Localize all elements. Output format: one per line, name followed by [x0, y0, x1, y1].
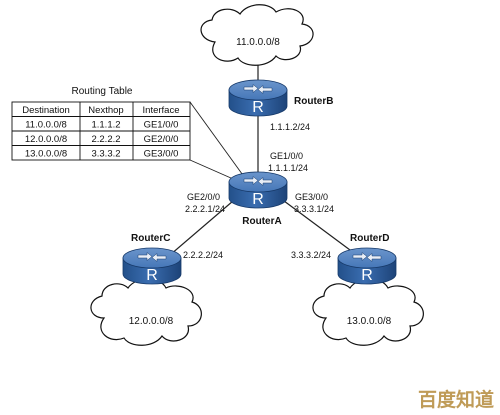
router-c-glyph: R [146, 267, 158, 284]
router-a-glyph: R [252, 191, 264, 208]
table-cell: 12.0.0.0/8 [25, 134, 67, 145]
table-cell: 3.3.3.2 [91, 149, 120, 160]
table-header-interface: Interface [143, 105, 180, 116]
callout-line-1 [189, 101, 246, 179]
router-a-ge200-ip-label: 2.2.2.1/24 [185, 204, 225, 214]
router-a-ge100-label: GE1/0/0 [270, 151, 303, 161]
table-cell: 1.1.1.2 [91, 120, 120, 131]
table-cell: 13.0.0.0/8 [25, 149, 67, 160]
table-cell: GE3/0/0 [144, 149, 179, 160]
table-cell: GE2/0/0 [144, 134, 179, 145]
table-cell: GE1/0/0 [144, 120, 179, 131]
router-a-ge100-ip-label: 1.1.1.1/24 [268, 163, 308, 173]
routing-table: Routing Table Destination Nexthop Interf… [11, 86, 191, 161]
cloud-label-left: 12.0.0.0/8 [129, 316, 174, 327]
cloud-network-top: 11.0.0.0/8 [200, 4, 314, 66]
router-b-glyph: R [252, 99, 264, 116]
router-d-name: RouterD [350, 233, 389, 244]
table-header-nexthop: Nexthop [88, 105, 123, 116]
table-cell: 2.2.2.2 [91, 134, 120, 145]
cloud-network-left: 12.0.0.0/8 [90, 278, 202, 346]
router-a-name: RouterA [242, 216, 281, 227]
router-d[interactable]: R [337, 247, 397, 285]
table-cell: 11.0.0.0/8 [25, 120, 67, 131]
router-b-ip-label: 1.1.1.2/24 [270, 122, 310, 132]
router-c-ip-label: 2.2.2.2/24 [183, 250, 223, 260]
router-d-glyph: R [361, 267, 373, 284]
cloud-label-right: 13.0.0.0/8 [347, 316, 392, 327]
link-a-d [275, 194, 351, 251]
router-c-name: RouterC [131, 233, 170, 244]
watermark-text: 百度知道 [418, 388, 494, 411]
router-a-ge200-label: GE2/0/0 [187, 192, 220, 202]
router-a[interactable]: R [228, 171, 288, 209]
link-a-c [169, 194, 241, 256]
router-d-ip-label: 3.3.3.2/24 [291, 250, 331, 260]
router-a-ge300-label: GE3/0/0 [295, 192, 328, 202]
router-c[interactable]: R [122, 247, 182, 285]
router-b[interactable]: R [228, 79, 288, 117]
router-a-ge300-ip-label: 3.3.3.1/24 [294, 204, 334, 214]
routing-table-title: Routing Table [72, 86, 133, 97]
router-b-name: RouterB [294, 96, 333, 107]
cloud-label-top: 11.0.0.0/8 [236, 37, 280, 48]
cloud-network-right: 13.0.0.0/8 [312, 278, 424, 346]
table-header-destination: Destination [22, 105, 70, 116]
